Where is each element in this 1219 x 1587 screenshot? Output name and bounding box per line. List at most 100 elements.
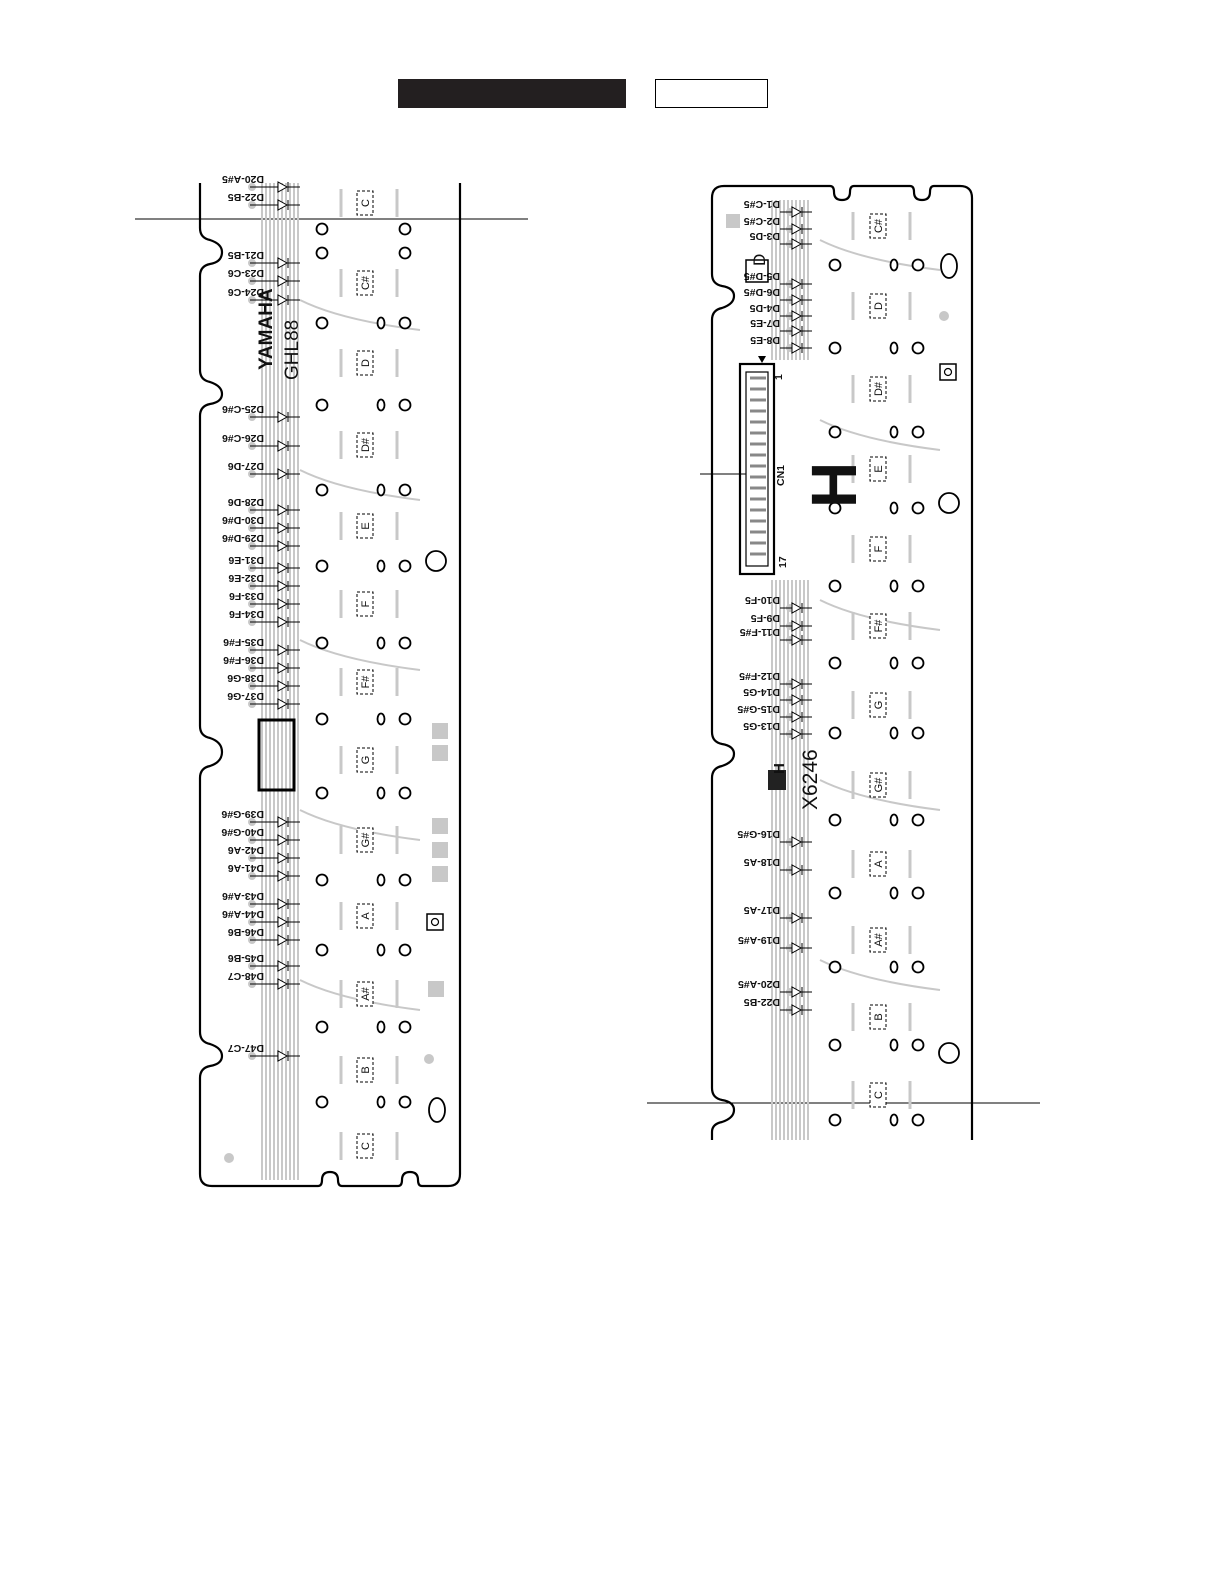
left-diode-label: D44-A#6 xyxy=(222,908,264,920)
left-diode: D45-B6 xyxy=(228,952,300,972)
right-key-text: F# xyxy=(873,619,885,633)
connector-cn1 xyxy=(738,356,776,576)
left-key-text: D xyxy=(360,359,372,367)
right-diode-label: D18-A5 xyxy=(744,856,780,868)
left-board: CC#DD#EFF#GG#AA#BC D20-A#5D22-B5D21-B5D2… xyxy=(198,173,462,1188)
right-key-label: A# xyxy=(851,926,912,954)
left-key-label: B xyxy=(339,1056,399,1084)
left-diode-label: D34-F6 xyxy=(229,608,264,620)
left-diode: D26-C#6 xyxy=(222,432,300,452)
right-diode-label: D1-C#5 xyxy=(744,198,780,210)
right-key-label: D xyxy=(851,292,912,320)
left-diode: D44-A#6 xyxy=(222,908,300,928)
left-hole xyxy=(398,786,412,800)
left-diode: D46-B6 xyxy=(228,926,300,946)
left-component-rect xyxy=(257,718,296,792)
left-diode: D27-D6 xyxy=(228,460,300,480)
left-hole xyxy=(315,316,329,330)
left-diode-label: D35-F#6 xyxy=(223,636,264,648)
title-black-bar xyxy=(398,79,626,108)
right-diode: D2-C#5 xyxy=(744,215,812,235)
left-diode-label: D33-F6 xyxy=(229,590,264,602)
right-diode-label: D16-G#5 xyxy=(737,828,780,840)
left-diode: D21-B5 xyxy=(228,249,300,269)
left-hole xyxy=(315,483,329,497)
right-slot xyxy=(889,1113,899,1127)
left-diode-label: D25-C#6 xyxy=(222,403,264,415)
left-slot xyxy=(376,1095,386,1109)
left-diode-label: D41-A6 xyxy=(228,862,264,874)
small-h-box xyxy=(768,770,786,790)
left-hole xyxy=(398,398,412,412)
left-hole xyxy=(398,222,412,236)
left-diode-label: D36-F#6 xyxy=(223,654,264,666)
pin1-marker-icon xyxy=(758,356,766,363)
right-hole xyxy=(828,1113,842,1127)
left-key-text: C# xyxy=(360,275,372,290)
left-hole xyxy=(315,246,329,260)
right-diode-label: D4-D5 xyxy=(749,302,780,314)
left-diode: D40-G#6 xyxy=(221,826,300,846)
right-diode-label: D5-D#5 xyxy=(744,270,780,282)
left-diode: D48-C7 xyxy=(228,970,300,990)
left-key-text: F xyxy=(360,600,372,607)
right-diode-label: D11-F#5 xyxy=(740,626,780,638)
right-diode: D22-B5 xyxy=(744,996,812,1016)
left-diode: D43-A#6 xyxy=(222,890,300,910)
left-hole xyxy=(315,398,329,412)
left-key-label: C# xyxy=(339,269,399,297)
right-key-text: D xyxy=(873,302,885,310)
right-slot xyxy=(889,341,899,355)
left-diode-label: D47-C7 xyxy=(228,1042,264,1054)
right-key-text: C# xyxy=(873,218,885,233)
left-key-label: G xyxy=(339,746,399,774)
right-key-text: D# xyxy=(873,381,885,396)
right-key-label: C# xyxy=(851,212,912,240)
left-hole xyxy=(398,316,412,330)
right-hole xyxy=(828,886,842,900)
left-slot xyxy=(376,636,386,650)
right-hole xyxy=(828,501,842,515)
left-key-text: C xyxy=(360,199,372,207)
right-diode-label: D19-A#5 xyxy=(738,934,780,946)
right-hole xyxy=(911,579,925,593)
right-diode: D18-A5 xyxy=(744,856,812,876)
left-hole xyxy=(398,1020,412,1034)
left-key-label: D xyxy=(339,349,399,377)
left-hole xyxy=(398,483,412,497)
right-hole xyxy=(911,258,925,272)
left-key-label: A# xyxy=(339,980,399,1008)
right-hole xyxy=(828,258,842,272)
left-diode: D28-D6 xyxy=(228,496,300,516)
right-hole xyxy=(828,341,842,355)
left-key-label: C xyxy=(339,189,399,217)
connector-pin-first: 1 xyxy=(773,374,785,380)
small-h-text: H xyxy=(771,763,788,774)
right-hole xyxy=(828,1038,842,1052)
connector-pin-last: 17 xyxy=(777,556,789,568)
left-diode-label: D29-D#6 xyxy=(222,532,264,544)
right-diode: D9-F5 xyxy=(751,612,812,632)
left-gray-squares xyxy=(428,723,448,997)
left-diode: D34-F6 xyxy=(229,608,300,628)
left-key-text: G xyxy=(360,756,372,765)
left-hole xyxy=(315,1020,329,1034)
left-diode-label: D21-B5 xyxy=(228,249,264,261)
part-number-text: X6246 xyxy=(799,749,822,810)
right-key-text: A# xyxy=(873,932,885,946)
right-diode: D16-G#5 xyxy=(737,828,812,848)
left-hole xyxy=(398,559,412,573)
right-diode: D7-E5 xyxy=(750,317,812,337)
left-hole xyxy=(398,246,412,260)
right-key-label: A xyxy=(851,850,912,878)
right-diode: D6-D#5 xyxy=(744,286,812,306)
right-key-label: B xyxy=(851,1003,912,1031)
right-diode-label: D22-B5 xyxy=(744,996,780,1008)
left-key-text: C xyxy=(360,1142,372,1150)
left-key-text: E xyxy=(360,522,372,529)
right-key-text: B xyxy=(873,1013,885,1020)
right-hole xyxy=(911,813,925,827)
left-diode-label: D30-D#6 xyxy=(222,514,264,526)
left-diode: D41-A6 xyxy=(228,862,300,882)
left-slot xyxy=(376,398,386,412)
